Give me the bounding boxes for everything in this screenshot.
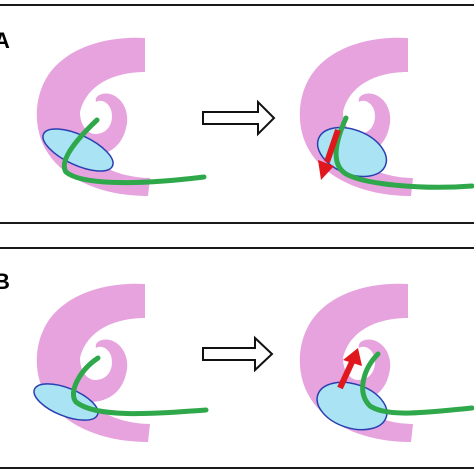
ellipse-a-before	[42, 128, 114, 172]
panel-a: A	[0, 4, 474, 224]
transition-arrow-a	[202, 99, 276, 137]
curve-a-before	[61, 117, 207, 186]
panel-label-a: A	[0, 28, 10, 53]
ellipse-b-before	[33, 383, 99, 421]
curve-b-after	[360, 351, 474, 416]
ellipse-b-after	[316, 381, 388, 431]
move-arrow-a-down	[318, 129, 341, 180]
move-arrow-b-up	[337, 348, 362, 390]
transition-arrow-b	[202, 335, 274, 373]
curve-b-before	[71, 355, 209, 417]
panel-b: B	[0, 247, 474, 469]
curve-a-after	[333, 115, 474, 190]
panel-label-b: B	[0, 269, 10, 294]
